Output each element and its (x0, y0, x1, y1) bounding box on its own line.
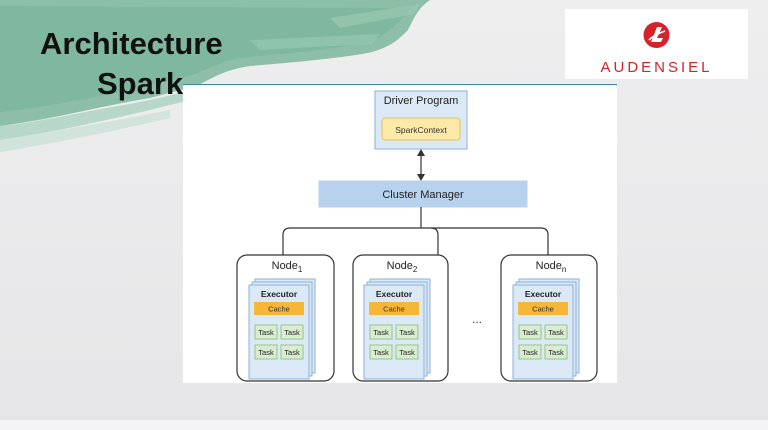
task-box (280, 324, 304, 340)
audensiel-logo: AUDENSIEL (565, 9, 748, 79)
task-box (544, 344, 568, 360)
task-box (369, 324, 393, 340)
worker-node-1: Node1 Executor Cache Task Task Task Task (236, 254, 335, 382)
node-label-text: Node (536, 260, 562, 272)
slide-bottom-strip (0, 420, 768, 430)
cache-box (254, 302, 304, 315)
more-nodes-ellipsis: ... (472, 312, 482, 326)
worker-node-2: Node2 Executor Cache Task Task Task Task (352, 254, 449, 382)
task-label: Task (373, 348, 389, 357)
worker-node-n: Noden Executor Cache Task Task Task Task (500, 254, 598, 382)
node-label-subscript: 1 (298, 265, 303, 274)
cache-box (369, 302, 419, 315)
task-box (254, 344, 278, 360)
task-label: Task (548, 348, 564, 357)
slide-title-line2: Spark (97, 66, 184, 101)
driver-cluster-arrow (417, 149, 425, 181)
spark-context-label: SparkContext (395, 125, 447, 135)
driver-program-label: Driver Program (384, 95, 459, 107)
node-label-text: Node (272, 260, 298, 272)
executor-label: Executor (261, 289, 298, 299)
cache-label: Cache (268, 305, 290, 314)
cache-label: Cache (383, 305, 405, 314)
task-box (369, 344, 393, 360)
task-label: Task (399, 348, 415, 357)
task-label: Task (258, 328, 274, 337)
node-label-subscript: n (562, 265, 566, 274)
node-label-subscript: 2 (413, 265, 418, 274)
brand-name: AUDENSIEL (600, 59, 713, 76)
task-box (518, 344, 542, 360)
task-label: Task (284, 348, 300, 357)
cache-label: Cache (532, 305, 554, 314)
task-label: Task (373, 328, 389, 337)
task-label: Task (284, 328, 300, 337)
executor-label: Executor (525, 289, 562, 299)
task-label: Task (399, 328, 415, 337)
executor-label: Executor (376, 289, 413, 299)
task-label: Task (522, 348, 538, 357)
brush-stroke-decoration (0, 0, 430, 152)
task-label: Task (548, 328, 564, 337)
task-label: Task (258, 348, 274, 357)
task-label: Task (522, 328, 538, 337)
cluster-manager-box (318, 180, 528, 208)
audensiel-logo-icon (643, 22, 670, 48)
node-label: Node2 (387, 260, 418, 274)
task-box (395, 324, 419, 340)
spark-architecture-diagram: Driver Program SparkContext Cluster Mana… (183, 85, 617, 383)
spark-context-box (381, 117, 461, 141)
task-box (395, 344, 419, 360)
cluster-connectors (282, 207, 549, 255)
cluster-manager-label: Cluster Manager (382, 189, 464, 201)
task-box (280, 344, 304, 360)
task-box (544, 324, 568, 340)
cache-box (518, 302, 568, 315)
node-label-text: Node (387, 260, 413, 272)
slide-title: Architecture Spark (40, 24, 223, 104)
node-label: Noden (536, 260, 567, 274)
task-box (518, 324, 542, 340)
node-label: Node1 (272, 260, 303, 274)
task-box (254, 324, 278, 340)
slide-title-line1: Architecture (40, 26, 223, 61)
